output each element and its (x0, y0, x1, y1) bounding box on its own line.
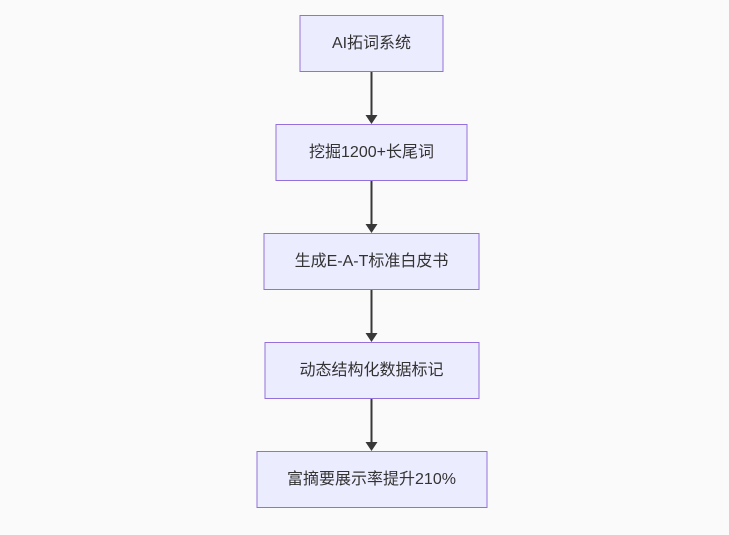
flow-node-longtail-mining: 挖掘1200+长尾词 (275, 124, 468, 181)
arrow-line (370, 72, 373, 115)
arrow-line (370, 399, 373, 442)
arrowhead-down-icon (365, 115, 378, 124)
flow-node-rich-snippet-uplift: 富摘要展示率提升210% (256, 451, 487, 508)
flow-arrow-2 (365, 181, 378, 233)
arrowhead-down-icon (365, 333, 378, 342)
flow-node-eat-whitepaper: 生成E-A-T标准白皮书 (263, 233, 480, 290)
arrowhead-down-icon (365, 442, 378, 451)
flow-arrow-1 (365, 72, 378, 124)
flow-arrow-4 (365, 399, 378, 451)
arrow-line (370, 290, 373, 333)
flow-node-structured-data-markup: 动态结构化数据标记 (264, 342, 479, 399)
arrowhead-down-icon (365, 224, 378, 233)
arrow-line (370, 181, 373, 224)
flowchart: AI拓词系统 挖掘1200+长尾词 生成E-A-T标准白皮书 动态结构化数据标记… (256, 15, 487, 508)
flow-arrow-3 (365, 290, 378, 342)
flow-node-ai-keyword-system: AI拓词系统 (299, 15, 444, 72)
